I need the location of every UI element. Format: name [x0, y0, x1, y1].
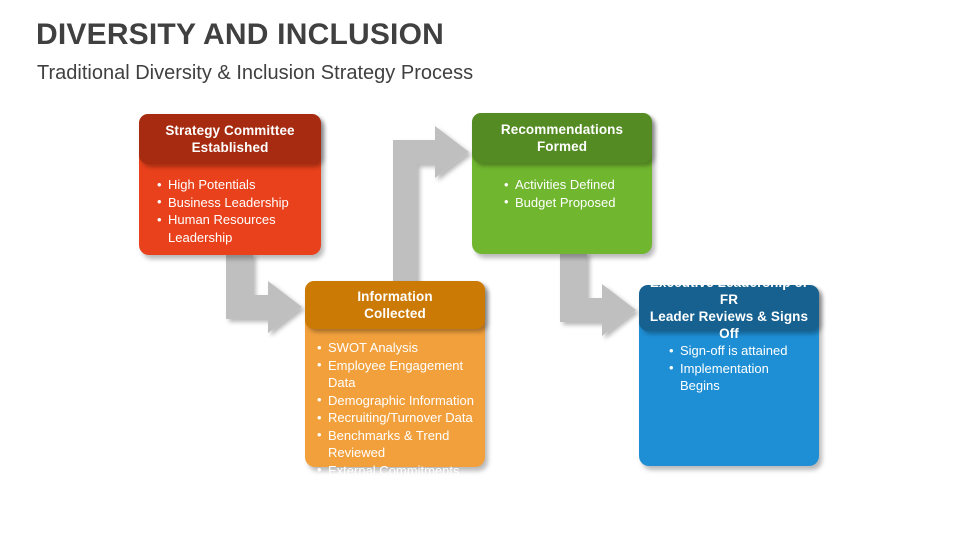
process-box-recommendations-formed[interactable]: Recommendations Formed Activities Define…: [472, 113, 652, 254]
process-box-information-collected[interactable]: Information Collected SWOT Analysis Empl…: [305, 281, 485, 478]
box-header-line2: Collected: [364, 306, 426, 321]
list-item: Activities Defined: [504, 176, 644, 194]
arrow-information-to-recommendations: [393, 126, 469, 283]
box-list-recommendations: Activities Defined Budget Proposed: [472, 176, 652, 211]
box-header-line2: Formed: [536, 139, 588, 154]
list-item: Implementation Begins: [669, 359, 811, 395]
box-header-line1: Executive Leadership or FR: [649, 275, 809, 307]
process-box-executive-leadership[interactable]: Executive Leadership or FR Leader Review…: [639, 275, 819, 466]
box-header-line1: Recommendations: [500, 122, 624, 137]
arrow-strategy-to-information: [226, 253, 302, 333]
process-box-strategy-committee[interactable]: Strategy Committee Established High Pote…: [139, 114, 321, 255]
box-header-recommendations: Recommendations Formed: [472, 113, 652, 163]
box-list-information: SWOT Analysis Employee Engagement Data D…: [305, 339, 485, 479]
box-header-information: Information Collected: [305, 281, 485, 329]
box-header-executive: Executive Leadership or FR Leader Review…: [639, 275, 819, 341]
box-header-line2: Established: [191, 140, 269, 155]
page-title: DIVERSITY AND INCLUSION: [36, 18, 444, 51]
list-item: SWOT Analysis: [317, 339, 479, 357]
list-item: Benchmarks & Trend Reviewed: [317, 426, 479, 462]
box-list-executive: Sign-off is attained Implementation Begi…: [639, 342, 819, 395]
list-item: Demographic Information: [317, 391, 479, 410]
list-item: Sign-off is attained: [669, 342, 811, 360]
list-item: Human Resources Leadership: [157, 211, 313, 246]
box-header-strategy: Strategy Committee Established: [139, 114, 321, 164]
list-item: High Potentials: [157, 176, 313, 194]
box-header-line2: Leader Reviews & Signs Off: [649, 309, 809, 341]
list-item: Budget Proposed: [504, 193, 644, 212]
list-item: Recruiting/Turnover Data: [317, 409, 479, 427]
box-header-line1: Strategy Committee: [165, 123, 295, 138]
arrow-recommendations-to-executive: [560, 252, 636, 336]
page-subtitle: Traditional Diversity & Inclusion Strate…: [37, 62, 474, 84]
box-header-line1: Information: [357, 289, 433, 304]
box-list-strategy: High Potentials Business Leadership Huma…: [139, 176, 321, 246]
list-item: External Commitments: [317, 461, 479, 480]
list-item: Business Leadership: [157, 193, 313, 212]
list-item: Employee Engagement Data: [317, 356, 479, 392]
